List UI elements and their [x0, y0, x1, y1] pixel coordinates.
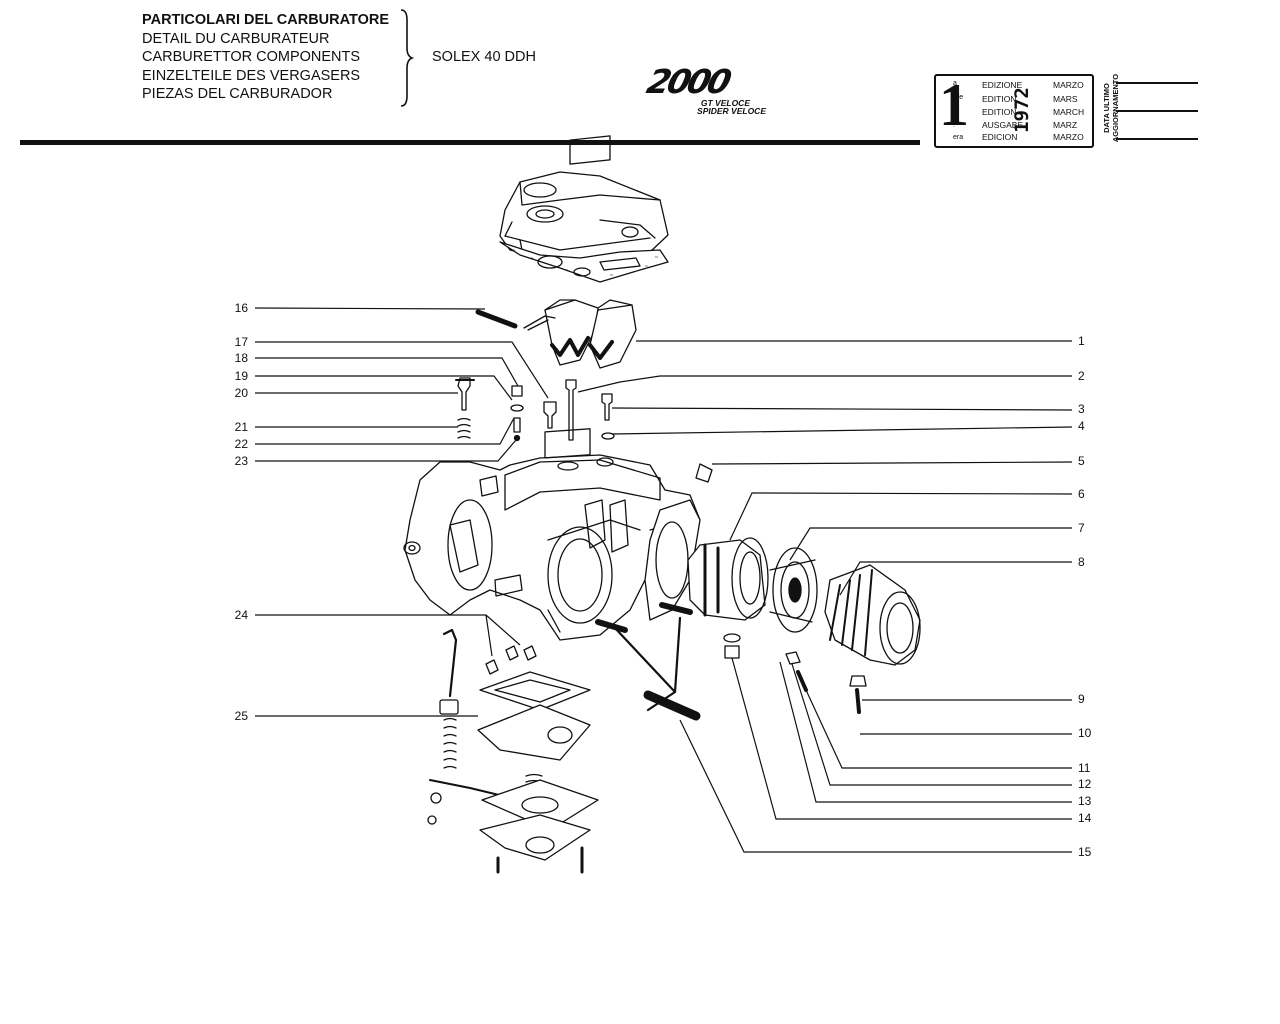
callout-24: 24	[234, 608, 248, 622]
carburettor-cover	[499, 135, 669, 263]
callout-1: 1	[1078, 334, 1085, 348]
update-line	[1116, 110, 1198, 112]
edition-sup: st	[953, 108, 959, 115]
header-rule	[20, 140, 920, 145]
callout-22: 22	[234, 437, 248, 451]
edition-month: MARS	[1053, 94, 1078, 104]
callout-15: 15	[1078, 845, 1092, 859]
edition-month: MARZO	[1053, 132, 1084, 142]
edition-box: 1 a ere st . era EDIZIONE EDITION EDITIO…	[934, 72, 1094, 148]
callout-21: 21	[234, 420, 248, 434]
edition-month: MARCH	[1053, 107, 1085, 117]
edition-sup: era	[953, 134, 964, 141]
inlet-trumpet	[824, 564, 921, 666]
brand-logo: 2000 GT VELOCE SPIDER VELOCE	[640, 62, 772, 120]
update-line	[1116, 82, 1198, 84]
title-english: CARBURETTOR COMPONENTS	[142, 49, 361, 66]
callout-20: 20	[234, 386, 248, 400]
title-italian: PARTICOLARI DEL CARBURATORE	[142, 12, 390, 28]
carburettor-model: SOLEX 40 DDH	[432, 49, 536, 65]
callout-18: 18	[234, 351, 248, 365]
edition-word: AUSGABE	[982, 120, 1024, 130]
edition-sup: .	[953, 122, 955, 129]
edition-word: EDITION	[982, 107, 1017, 117]
callout-2: 2	[1078, 369, 1085, 383]
auxiliary-venturi	[769, 547, 818, 633]
title-german: EINZELTEILE DES VERGASERS	[142, 67, 361, 84]
edition-word: EDITION	[982, 94, 1017, 104]
cover-gasket	[499, 241, 669, 283]
callout-10: 10	[1078, 726, 1092, 740]
callout-8: 8	[1078, 555, 1085, 569]
title-brace	[400, 9, 415, 107]
edition-month: MARZO	[1053, 80, 1084, 90]
callout-11: 11	[1078, 761, 1091, 775]
callout-13: 13	[1078, 794, 1092, 808]
title-block: PARTICOLARI DEL CARBURATORE DETAIL DU CA…	[142, 11, 389, 104]
leader-lines-right	[577, 340, 1073, 853]
edition-word: EDIZIONE	[982, 80, 1023, 90]
accelerator-pump	[427, 628, 599, 874]
float-pin	[475, 309, 518, 329]
needle-valve-jets	[455, 377, 713, 483]
edition-month: MARZ	[1053, 120, 1078, 130]
edition-sup: ere	[953, 94, 964, 101]
logo-gt-veloce: GT VELOCE	[700, 98, 750, 108]
callout-19: 19	[234, 369, 248, 383]
callout-17: 17	[234, 335, 248, 349]
choke-tube	[687, 537, 769, 621]
callout-16: 16	[234, 301, 248, 315]
logo-spider-veloce: SPIDER VELOCE	[697, 106, 766, 116]
studs-and-screws	[595, 602, 867, 721]
callout-4: 4	[1078, 419, 1085, 433]
callout-7: 7	[1078, 521, 1085, 535]
edition-sup: a	[953, 80, 957, 87]
callout-5: 5	[1078, 454, 1085, 468]
callout-14: 14	[1078, 811, 1092, 825]
update-line	[1116, 138, 1198, 140]
edition-number: 1	[939, 72, 969, 138]
callout-25: 25	[234, 709, 248, 723]
title-french: DETAIL DU CARBURATEUR	[142, 30, 330, 47]
leader-lines-left	[254, 307, 549, 717]
callout-23: 23	[234, 454, 248, 468]
callout-3: 3	[1078, 402, 1085, 416]
callout-12: 12	[1078, 777, 1092, 791]
edition-word: EDICION	[982, 132, 1018, 142]
float-assembly	[523, 299, 637, 369]
callout-9: 9	[1078, 692, 1085, 706]
callout-6: 6	[1078, 487, 1085, 501]
title-spanish: PIEZAS DEL CARBURADOR	[142, 86, 333, 103]
